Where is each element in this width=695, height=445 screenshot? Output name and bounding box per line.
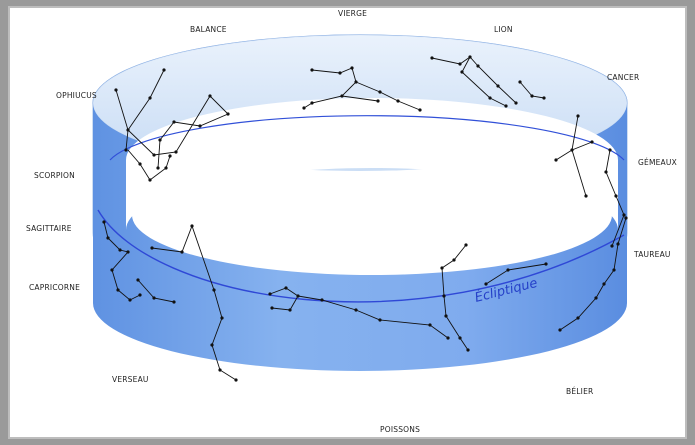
label-verseau: VERSEAU <box>112 375 149 384</box>
constellation-stars <box>102 55 628 382</box>
label-balance: BALANCE <box>190 25 227 34</box>
ecliptic-front-line <box>97 209 625 303</box>
label-scorpion: SCORPION <box>34 171 75 180</box>
label-gemeaux: GÉMEAUX <box>638 158 677 167</box>
label-cancer: CANCER <box>607 73 639 82</box>
balance-figure <box>125 69 165 151</box>
label-vierge: VIERGE <box>338 9 367 18</box>
band-back-inner-lower <box>126 98 618 230</box>
ecliptic-back-line <box>109 115 625 161</box>
label-sagittaire: SAGITTAIRE <box>26 224 72 233</box>
label-lion: LION <box>494 25 513 34</box>
band-center-white <box>132 155 612 275</box>
label-ophiucus: OPHIUCUS <box>56 91 97 100</box>
label-poissons: POISSONS <box>380 425 420 434</box>
lion-figure <box>431 56 517 104</box>
label-capricorne: CAPRICORNE <box>29 283 80 292</box>
label-belier: BÉLIER <box>566 387 593 396</box>
sagittaire-figure <box>103 221 141 301</box>
verseau-figure <box>151 224 237 381</box>
label-taureau: TAUREAU <box>633 250 671 259</box>
ophiucus-figure <box>115 89 229 169</box>
